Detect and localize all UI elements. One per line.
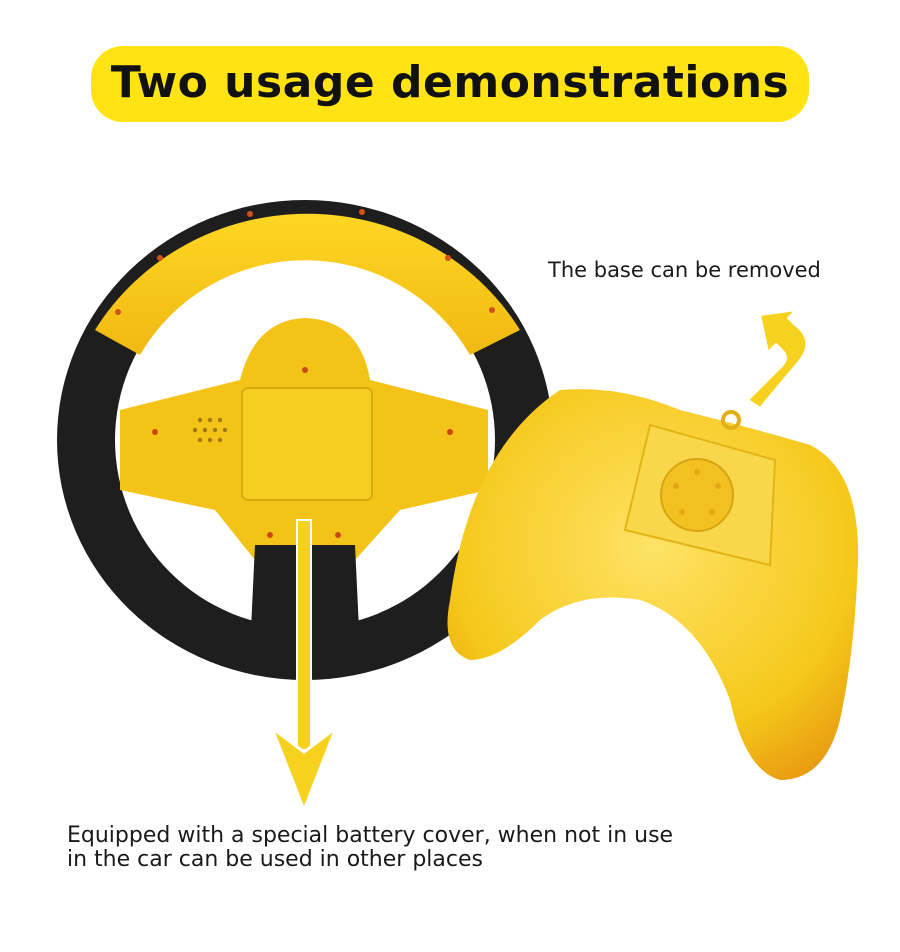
base-socket bbox=[660, 458, 734, 532]
wheel-rim-yellow bbox=[95, 213, 520, 355]
steering-wheel bbox=[57, 200, 553, 680]
speaker-grille bbox=[192, 417, 228, 443]
caption-base-removable: The base can be removed bbox=[548, 258, 821, 282]
caption-cover-line-1: Equipped with a special battery cover, w… bbox=[67, 823, 674, 848]
hub-screws bbox=[152, 367, 453, 538]
caption-cover-line-2: in the car can be used in other places bbox=[67, 847, 483, 872]
title-container: Two usage demonstrations bbox=[0, 50, 900, 118]
removable-base bbox=[447, 389, 859, 780]
caption-battery-cover: Equipped with a special battery cover, w… bbox=[67, 824, 673, 872]
socket-holes bbox=[673, 469, 721, 515]
rim-dots bbox=[115, 209, 495, 315]
battery-cover bbox=[241, 387, 373, 501]
arrow-down-icon bbox=[270, 519, 338, 812]
page-title: Two usage demonstrations bbox=[94, 50, 806, 118]
base-clip bbox=[721, 410, 741, 430]
curved-up-arrow-icon bbox=[747, 309, 808, 409]
